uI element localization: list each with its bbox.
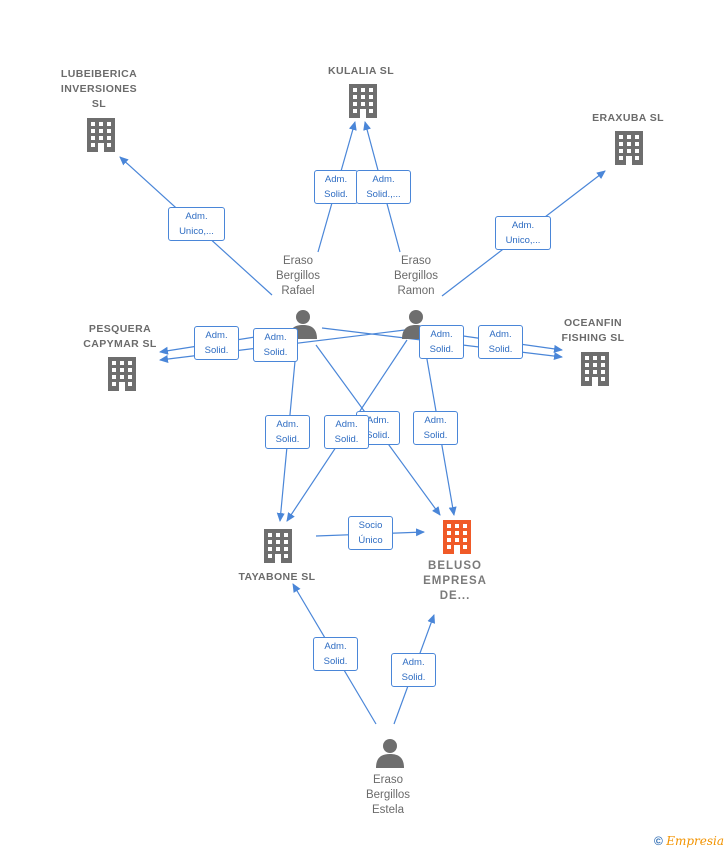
- person-label-ramon[interactable]: Eraso Bergillos Ramon: [393, 255, 439, 297]
- company-label-pesquera[interactable]: PESQUERA CAPYMAR SL: [83, 323, 157, 350]
- edge-label-rafael-tayabone: Adm. Solid.: [265, 415, 310, 449]
- copyright-icon: ©: [654, 834, 663, 848]
- edge-label-estela-tayabone: Adm. Solid.: [313, 637, 358, 671]
- footer-brand[interactable]: © Empresia: [654, 834, 724, 848]
- company-label-oceanfin[interactable]: OCEANFIN FISHING SL: [561, 317, 625, 344]
- edge-label-estela-beluso: Adm. Solid.: [391, 653, 436, 687]
- edge-label-rafael-beluso: Adm. Solid.: [413, 411, 458, 445]
- edge-label-ramon-oceanfin: Adm. Solid.: [419, 325, 464, 359]
- building-icon[interactable]: [581, 352, 609, 386]
- person-label-rafael[interactable]: Eraso Bergillos Rafael: [275, 255, 321, 297]
- building-icon[interactable]: [87, 118, 115, 152]
- edge-label-rafael-kulalia: Adm. Solid.: [314, 170, 358, 204]
- building-icon[interactable]: [108, 357, 136, 391]
- company-label-eraxuba[interactable]: ERAXUBA SL: [592, 112, 664, 124]
- company-label-beluso[interactable]: BELUSO EMPRESA DE...: [423, 560, 487, 602]
- edge-label-tayabone-beluso: Socio Único: [348, 516, 393, 550]
- building-icon[interactable]: [349, 84, 377, 118]
- company-label-tayabone[interactable]: TAYABONE SL: [238, 571, 316, 583]
- building-icon[interactable]: [615, 131, 643, 165]
- company-label-kulalia[interactable]: KULALIA SL: [327, 65, 395, 77]
- brand-logo: Empresia: [666, 834, 724, 848]
- edge-label-ramon-tayabone: Adm. Solid.: [324, 415, 369, 449]
- person-label-estela[interactable]: Eraso Bergillos Estela: [365, 774, 411, 816]
- person-icon[interactable]: [376, 739, 404, 768]
- edge-label-ramon-kulalia: Adm. Solid.,...: [356, 170, 411, 204]
- edge-label-ramon-pesquera: Adm. Solid.: [253, 328, 298, 362]
- building-icon[interactable]: [264, 529, 292, 563]
- building-icon[interactable]: [443, 520, 471, 554]
- company-label-lubeiberica[interactable]: LUBEIBERICA INVERSIONES SL: [60, 68, 138, 110]
- edge-label-rafael-lubeiberica: Adm. Unico,...: [168, 207, 225, 241]
- edge-label-rafael-pesquera: Adm. Solid.: [194, 326, 239, 360]
- edge-label-rafael-oceanfin: Adm. Solid.: [478, 325, 523, 359]
- edge-label-ramon-eraxuba: Adm. Unico,...: [495, 216, 551, 250]
